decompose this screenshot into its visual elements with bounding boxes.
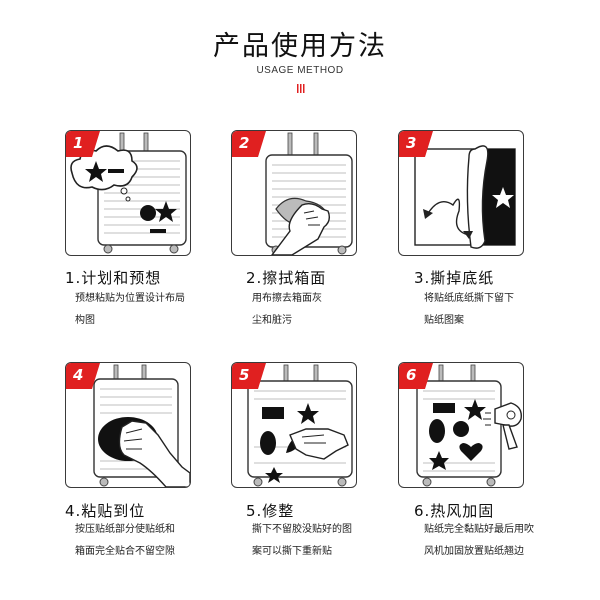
step-1-title: 1.计划和预想 <box>65 269 162 287</box>
press-hand-icon <box>118 420 190 487</box>
step-2-number: 2 <box>239 134 250 152</box>
step-3-title: 3.撕掉底纸 <box>414 269 495 287</box>
step-6-desc: 贴纸完全黏贴好最后用吹风机加固放置贴纸翘边 <box>424 524 534 557</box>
circle-sticker-icon <box>140 205 156 221</box>
step-5-number: 5 <box>239 366 250 384</box>
step-5-title: 5.修整 <box>246 502 295 520</box>
step-5-badge <box>232 363 266 389</box>
step-4-number: 4 <box>73 366 84 384</box>
step-6-badge <box>399 363 433 389</box>
page-title: 产品使用方法 <box>213 31 387 62</box>
step-6-number: 6 <box>406 366 417 384</box>
step-4-title: 4.粘贴到位 <box>65 502 146 520</box>
step-1-card: 1 <box>65 130 191 256</box>
step-1-number: 1 <box>73 134 84 152</box>
divider-icon <box>297 84 305 93</box>
star-sticker-icon <box>155 201 177 222</box>
step-3-desc: 将贴纸底纸撕下留下贴纸图案 <box>424 293 514 326</box>
cloth-wipe-icon <box>271 197 331 255</box>
step-3-number: 3 <box>406 134 417 152</box>
step-1-badge <box>66 131 100 157</box>
step-2-card: 2 <box>231 130 357 256</box>
step-2-desc: 用布擦去箱面灰尘和脏污 <box>252 293 322 326</box>
peel-paper-icon <box>414 145 516 249</box>
step-5-desc: 撕下不留胶没贴好的图案可以撕下重新贴 <box>252 524 352 557</box>
step-3-badge <box>399 131 433 157</box>
step-5-card: 5 <box>231 362 357 488</box>
step-4-badge <box>66 363 100 389</box>
step-1-desc: 预想粘贴为位置设计布局构图 <box>75 293 185 326</box>
hair-dryer-icon <box>483 402 522 450</box>
adjust-hand-icon <box>289 428 349 460</box>
step-6-title: 6.热风加固 <box>414 502 495 520</box>
page-subtitle: USAGE METHOD <box>256 65 344 76</box>
step-4-desc: 按压贴纸部分使贴纸和箱面完全贴合不留空隙 <box>75 524 175 557</box>
step-3-card: 3 <box>398 130 524 256</box>
step-2-title: 2.擦拭箱面 <box>246 269 327 287</box>
step-4-card: 4 <box>65 362 191 488</box>
step-2-badge <box>232 131 266 157</box>
step-6-card: 6 <box>398 362 524 488</box>
